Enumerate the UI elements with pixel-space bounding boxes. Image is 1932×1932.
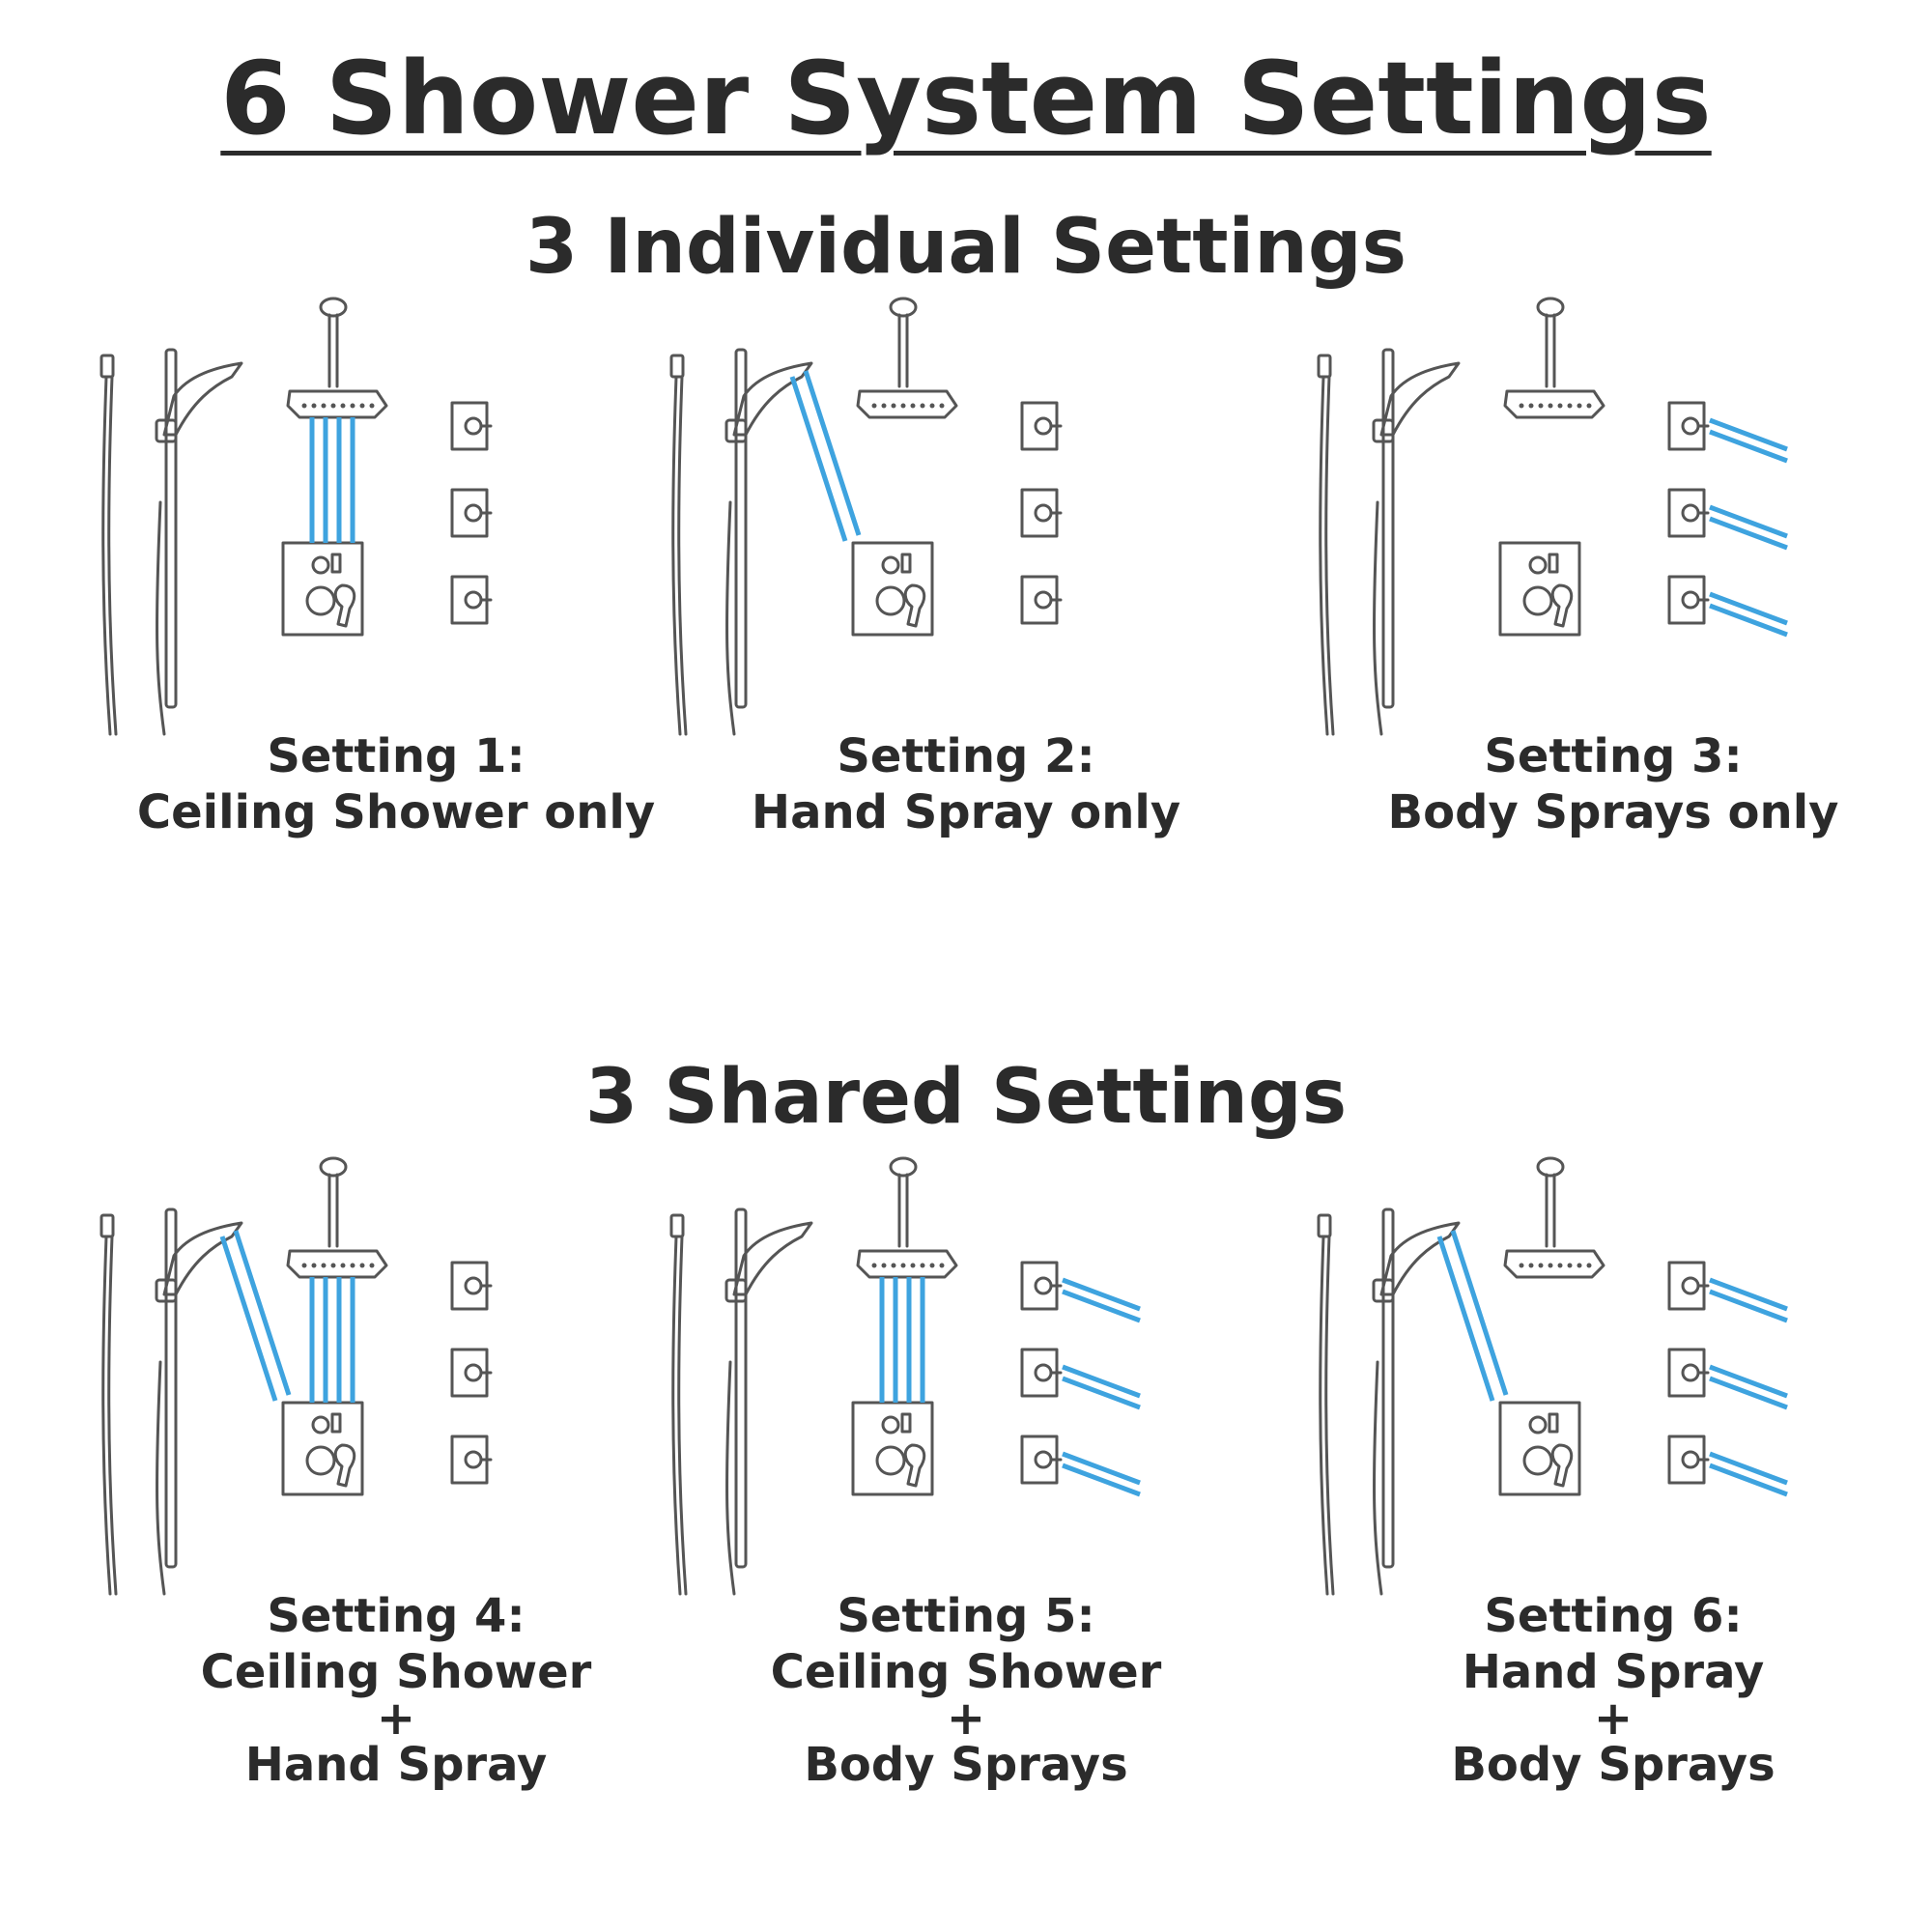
setting-number-6: Setting 6: (1484, 1589, 1743, 1643)
hand-water-stream (789, 370, 862, 542)
hand-shower-icon (1379, 361, 1461, 437)
setting-plus-6: + (1593, 1691, 1634, 1747)
slide-bar-icon (1372, 348, 1395, 709)
setting-caption-6: Setting 6: Hand Spray + Body Sprays (1314, 1589, 1913, 1793)
hand-shower-icon (732, 361, 813, 437)
setting-line1-2: Hand Spray only (751, 784, 1181, 839)
valve-trim-icon (281, 541, 364, 637)
hose-icon (669, 354, 736, 736)
body-spray-icon (1667, 1261, 1710, 1311)
setting-card-2: Setting 2: Hand Spray only (667, 290, 1265, 869)
shower-diagram-6 (1317, 1156, 1788, 1596)
setting-line2-5: Body Sprays (804, 1737, 1128, 1792)
hose-icon (99, 1213, 166, 1596)
setting-plus-4: + (376, 1691, 416, 1747)
setting-number-1: Setting 1: (267, 729, 526, 783)
setting-caption-2: Setting 2: Hand Spray only (667, 729, 1265, 840)
hand-water-stream (219, 1230, 292, 1402)
valve-trim-icon (851, 1401, 934, 1496)
ceiling-water-stream (309, 417, 355, 543)
hose-icon (1317, 1213, 1383, 1596)
body-spray-icon (1020, 401, 1063, 451)
setting-line1-5: Ceiling Shower (770, 1644, 1162, 1699)
valve-trim-icon (1498, 541, 1581, 637)
valve-trim-icon (851, 541, 934, 637)
body-spray-icon (1020, 575, 1063, 625)
shower-diagram-4 (99, 1156, 493, 1596)
body-spray-icon (1667, 401, 1710, 451)
setting-number-3: Setting 3: (1484, 729, 1743, 783)
setting-caption-5: Setting 5: Ceiling Shower + Body Sprays (667, 1589, 1265, 1793)
body-spray-icon (1020, 488, 1063, 538)
ceiling-shower-head-icon (1503, 1156, 1605, 1279)
setting-caption-3: Setting 3: Body Sprays only (1314, 729, 1913, 840)
ceiling-shower-head-icon (856, 1156, 958, 1279)
body-spray-icon (450, 575, 493, 625)
slide-bar-icon (155, 1208, 178, 1569)
body-spray-icon (1667, 1348, 1710, 1398)
shower-diagram-2 (669, 297, 1063, 736)
setting-card-6: Setting 6: Hand Spray + Body Sprays (1314, 1150, 1913, 1792)
setting-number-5: Setting 5: (837, 1589, 1095, 1643)
setting-line1-3: Body Sprays only (1387, 784, 1839, 839)
page-title: 6 Shower System Settings (0, 39, 1932, 159)
setting-card-5: Setting 5: Ceiling Shower + Body Sprays (667, 1150, 1265, 1792)
setting-line1-4: Ceiling Shower (200, 1644, 592, 1699)
body-spray-icon (1020, 1261, 1063, 1311)
setting-card-1: Setting 1: Ceiling Shower only (97, 290, 696, 869)
setting-card-3: Setting 3: Body Sprays only (1314, 290, 1913, 869)
body-spray-icon (1020, 1348, 1063, 1398)
ceiling-shower-head-icon (856, 297, 958, 419)
page-title-text: 6 Shower System Settings (220, 40, 1712, 157)
setting-number-4: Setting 4: (267, 1589, 526, 1643)
hand-shower-icon (1379, 1221, 1461, 1296)
hand-shower-icon (162, 1221, 243, 1296)
ceiling-water-stream (879, 1277, 925, 1403)
body-spray-icon (1020, 1435, 1063, 1485)
setting-line1-1: Ceiling Shower only (136, 784, 656, 839)
body-spray-icon (450, 488, 493, 538)
setting-caption-1: Setting 1: Ceiling Shower only (97, 729, 696, 840)
valve-trim-icon (1498, 1401, 1581, 1496)
section-title-shared: 3 Shared Settings (584, 1054, 1348, 1141)
ceiling-shower-head-icon (286, 297, 388, 419)
body-spray-icon (1667, 488, 1710, 538)
shower-diagram-1 (99, 297, 493, 736)
hose-icon (99, 354, 166, 736)
section-title-individual: 3 Individual Settings (525, 204, 1407, 291)
hand-shower-icon (732, 1221, 813, 1296)
body-spray-icon (1667, 575, 1710, 625)
body-spray-icon (1667, 1435, 1710, 1485)
hose-icon (669, 1213, 736, 1596)
setting-card-4: Setting 4: Ceiling Shower + Hand Spray (97, 1150, 696, 1792)
hand-water-stream (1436, 1230, 1509, 1402)
shower-diagram-5 (669, 1156, 1141, 1596)
hand-shower-icon (162, 361, 243, 437)
hose-icon (1317, 354, 1383, 736)
body-spray-icon (450, 1348, 493, 1398)
body-water-stream (1709, 417, 1788, 638)
shower-diagram-3 (1317, 297, 1788, 736)
ceiling-shower-head-icon (286, 1156, 388, 1279)
setting-line2-4: Hand Spray (244, 1737, 548, 1792)
body-water-stream (1062, 1277, 1141, 1497)
setting-plus-5: + (946, 1691, 986, 1747)
slide-bar-icon (724, 1208, 748, 1569)
body-spray-icon (450, 401, 493, 451)
setting-line1-6: Hand Spray (1462, 1644, 1765, 1699)
setting-caption-4: Setting 4: Ceiling Shower + Hand Spray (97, 1589, 696, 1793)
body-water-stream (1709, 1277, 1788, 1497)
slide-bar-icon (724, 348, 748, 709)
ceiling-shower-head-icon (1503, 297, 1605, 419)
setting-number-2: Setting 2: (837, 729, 1095, 783)
slide-bar-icon (155, 348, 178, 709)
ceiling-water-stream (309, 1277, 355, 1403)
valve-trim-icon (281, 1401, 364, 1496)
slide-bar-icon (1372, 1208, 1395, 1569)
body-spray-icon (450, 1261, 493, 1311)
body-spray-icon (450, 1435, 493, 1485)
setting-line2-6: Body Sprays (1451, 1737, 1776, 1792)
